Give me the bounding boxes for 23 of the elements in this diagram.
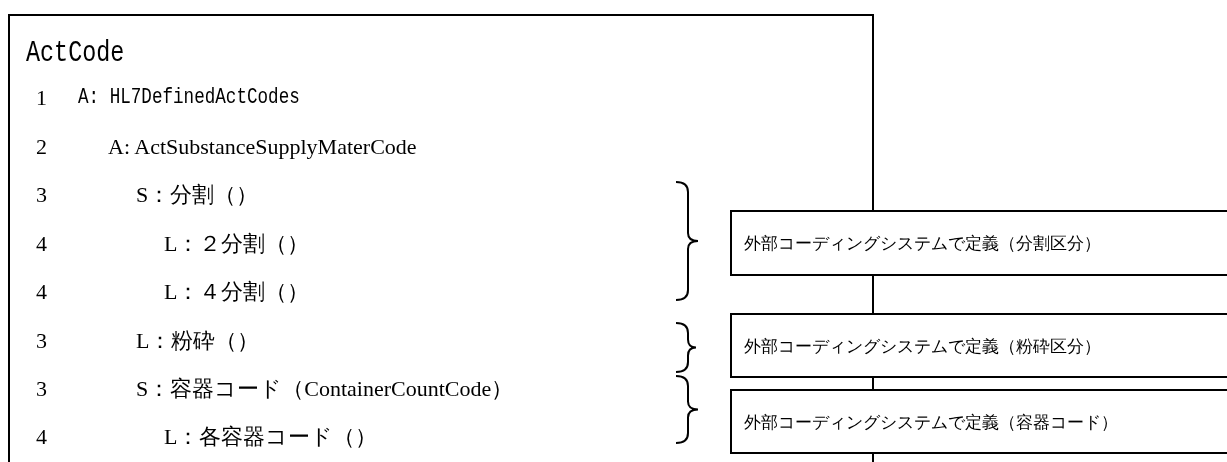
level-number: 3 <box>36 328 47 354</box>
code-entry: L：粉砕（） <box>136 328 260 354</box>
code-entry: A: HL7DefinedActCodes <box>78 85 300 111</box>
frame-title: ActCode <box>26 36 125 70</box>
code-entry: L：２分割（） <box>164 231 310 257</box>
note-box <box>730 210 1227 276</box>
note-text: 外部コーディングシステムで定義（分割区分） <box>744 232 1101 255</box>
level-number: 2 <box>36 134 47 160</box>
code-entry: S：容器コード（ContainerCountCode） <box>136 376 514 402</box>
code-entry: L：４分割（） <box>164 279 310 305</box>
note-box <box>730 313 1227 378</box>
code-entry: L：各容器コード（） <box>164 424 378 450</box>
level-number: 4 <box>36 279 47 305</box>
level-number: 3 <box>36 182 47 208</box>
level-number: 4 <box>36 424 47 450</box>
level-number: 4 <box>36 231 47 257</box>
note-text: 外部コーディングシステムで定義（容器コード） <box>744 411 1118 433</box>
code-entry: S：分割（） <box>136 182 259 208</box>
level-number: 1 <box>36 85 47 111</box>
level-number: 3 <box>36 376 47 402</box>
note-text: 外部コーディングシステムで定義（粉砕区分） <box>744 335 1101 357</box>
note-box <box>730 389 1227 454</box>
code-entry: A: ActSubstanceSupplyMaterCode <box>108 134 417 160</box>
